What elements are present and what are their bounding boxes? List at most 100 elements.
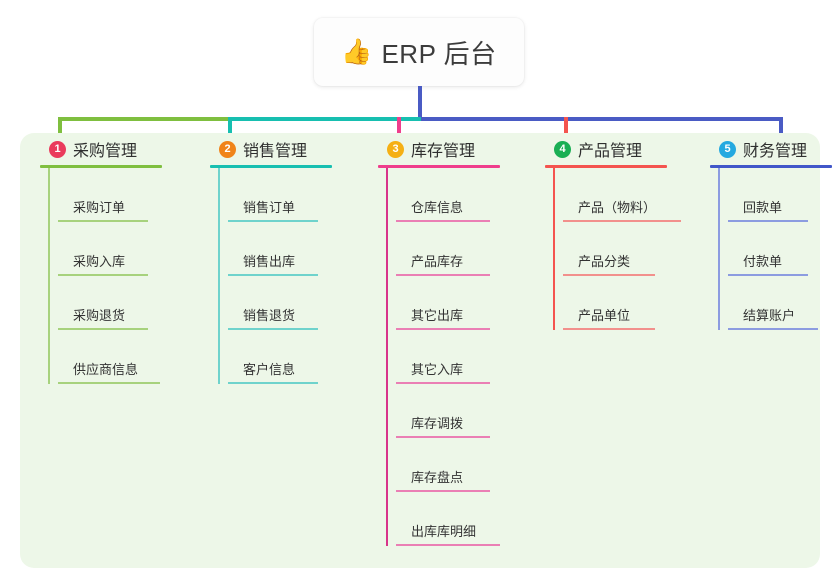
- branch-header-2[interactable]: 2 销售管理: [210, 133, 360, 165]
- branch-item-label: 回款单: [743, 200, 783, 215]
- branch-item-rule: [563, 328, 655, 330]
- branch-item-label: 产品单位: [578, 308, 631, 323]
- branch-header-3[interactable]: 3 库存管理: [378, 133, 543, 165]
- branch-item[interactable]: 采购退货: [58, 276, 190, 330]
- bus-segment-teal: [231, 117, 421, 121]
- branch-item-rule: [58, 274, 148, 276]
- branch-item-rule: [228, 382, 318, 384]
- branch-item-rule: [58, 382, 160, 384]
- branch-item[interactable]: 销售出库: [228, 222, 360, 276]
- branch-spine: [718, 168, 720, 330]
- branch-item-label: 采购退货: [73, 308, 126, 323]
- branch-item-rule: [728, 274, 808, 276]
- branch-item[interactable]: 采购入库: [58, 222, 190, 276]
- branch-spine: [218, 168, 220, 384]
- branch-spine: [553, 168, 555, 330]
- branch-item[interactable]: 供应商信息: [58, 330, 190, 384]
- branch-item-label: 产品库存: [411, 254, 464, 269]
- branch-item[interactable]: 其它入库: [396, 330, 543, 384]
- branch-item[interactable]: 库存盘点: [396, 438, 543, 492]
- branch-item[interactable]: 产品分类: [563, 222, 720, 276]
- branch-column-3: 3 库存管理仓库信息产品库存其它出库其它入库库存调拨库存盘点出库库明细: [378, 133, 543, 546]
- branch-header-rule: [545, 165, 667, 168]
- branch-item-label: 仓库信息: [411, 200, 464, 215]
- branch-column-2: 2 销售管理销售订单销售出库销售退货客户信息: [210, 133, 360, 384]
- branch-column-5: 5 财务管理回款单付款单结算账户: [710, 133, 839, 330]
- branch-item[interactable]: 销售订单: [228, 168, 360, 222]
- branch-title: 库存管理: [411, 143, 476, 160]
- branch-item[interactable]: 销售退货: [228, 276, 360, 330]
- branch-item-label: 销售退货: [243, 308, 296, 323]
- branch-item-label: 其它入库: [411, 362, 464, 377]
- branch-item-list: 仓库信息产品库存其它出库其它入库库存调拨库存盘点出库库明细: [378, 168, 543, 546]
- branch-item[interactable]: 付款单: [728, 222, 839, 276]
- branch-item-label: 其它出库: [411, 308, 464, 323]
- branch-item-list: 采购订单采购入库采购退货供应商信息: [40, 168, 190, 384]
- branch-column-4: 4 产品管理产品（物料） 产品分类产品单位: [545, 133, 720, 330]
- branch-title: 财务管理: [743, 143, 808, 160]
- branch-header-4[interactable]: 4 产品管理: [545, 133, 720, 165]
- branch-item-label: 库存盘点: [411, 470, 464, 485]
- branch-header-5[interactable]: 5 财务管理: [710, 133, 839, 165]
- branch-item[interactable]: 产品单位: [563, 276, 720, 330]
- branch-item[interactable]: 产品库存: [396, 222, 543, 276]
- branch-header-rule: [210, 165, 332, 168]
- branch-item[interactable]: 结算账户: [728, 276, 839, 330]
- branch-title: 采购管理: [73, 143, 138, 160]
- branch-number-badge: 3: [387, 140, 404, 158]
- branch-item[interactable]: 产品（物料）: [563, 168, 720, 222]
- branch-number-badge: 5: [719, 140, 736, 158]
- branch-number-badge: 2: [219, 140, 236, 158]
- branch-item-label: 库存调拨: [411, 416, 464, 431]
- branch-item-rule: [58, 328, 148, 330]
- branch-item-label: 结算账户: [743, 308, 796, 323]
- branch-item-rule: [396, 220, 490, 222]
- root-stem-connector: [418, 86, 422, 119]
- branch-item-label: 采购入库: [73, 254, 126, 269]
- thumbs-up-icon: 👍: [341, 37, 373, 66]
- branch-item[interactable]: 回款单: [728, 168, 839, 222]
- branch-title: 销售管理: [243, 143, 308, 160]
- branch-item-label: 销售出库: [243, 254, 296, 269]
- branch-item-rule: [396, 544, 500, 546]
- branch-item[interactable]: 采购订单: [58, 168, 190, 222]
- branch-spine: [48, 168, 50, 384]
- branch-item-label: 供应商信息: [73, 362, 139, 377]
- branch-item-rule: [728, 220, 808, 222]
- bus-segment-blue: [421, 117, 783, 121]
- branch-item-rule: [396, 490, 490, 492]
- branch-number-badge: 4: [554, 140, 571, 158]
- branch-item-label: 客户信息: [243, 362, 296, 377]
- branches-panel: [20, 133, 820, 568]
- branch-item-label: 付款单: [743, 254, 783, 269]
- branch-item-rule: [396, 382, 490, 384]
- root-title: ERP 后台: [381, 38, 497, 69]
- branch-item[interactable]: 客户信息: [228, 330, 360, 384]
- root-node[interactable]: 👍 ERP 后台: [314, 18, 524, 86]
- branch-item-rule: [563, 220, 681, 222]
- branch-item[interactable]: 库存调拨: [396, 384, 543, 438]
- branch-item[interactable]: 其它出库: [396, 276, 543, 330]
- branch-item-list: 销售订单销售出库销售退货客户信息: [210, 168, 360, 384]
- branch-item-rule: [728, 328, 818, 330]
- branch-item-label: 销售订单: [243, 200, 296, 215]
- branch-header-rule: [40, 165, 162, 168]
- branch-item-label: 产品（物料）: [578, 200, 657, 215]
- branch-item-rule: [563, 274, 655, 276]
- branch-item-rule: [396, 436, 490, 438]
- branch-item[interactable]: 出库库明细: [396, 492, 543, 546]
- branch-title: 产品管理: [578, 143, 643, 160]
- branch-item-rule: [396, 328, 490, 330]
- branch-item[interactable]: 仓库信息: [396, 168, 543, 222]
- branch-item-rule: [228, 274, 318, 276]
- bus-segment-green: [58, 117, 231, 121]
- branch-item-label: 产品分类: [578, 254, 631, 269]
- branch-spine: [386, 168, 388, 546]
- branch-item-list: 产品（物料） 产品分类产品单位: [545, 168, 720, 330]
- branch-header-rule: [378, 165, 500, 168]
- branch-item-label: 出库库明细: [411, 524, 477, 539]
- branch-item-list: 回款单付款单结算账户: [710, 168, 839, 330]
